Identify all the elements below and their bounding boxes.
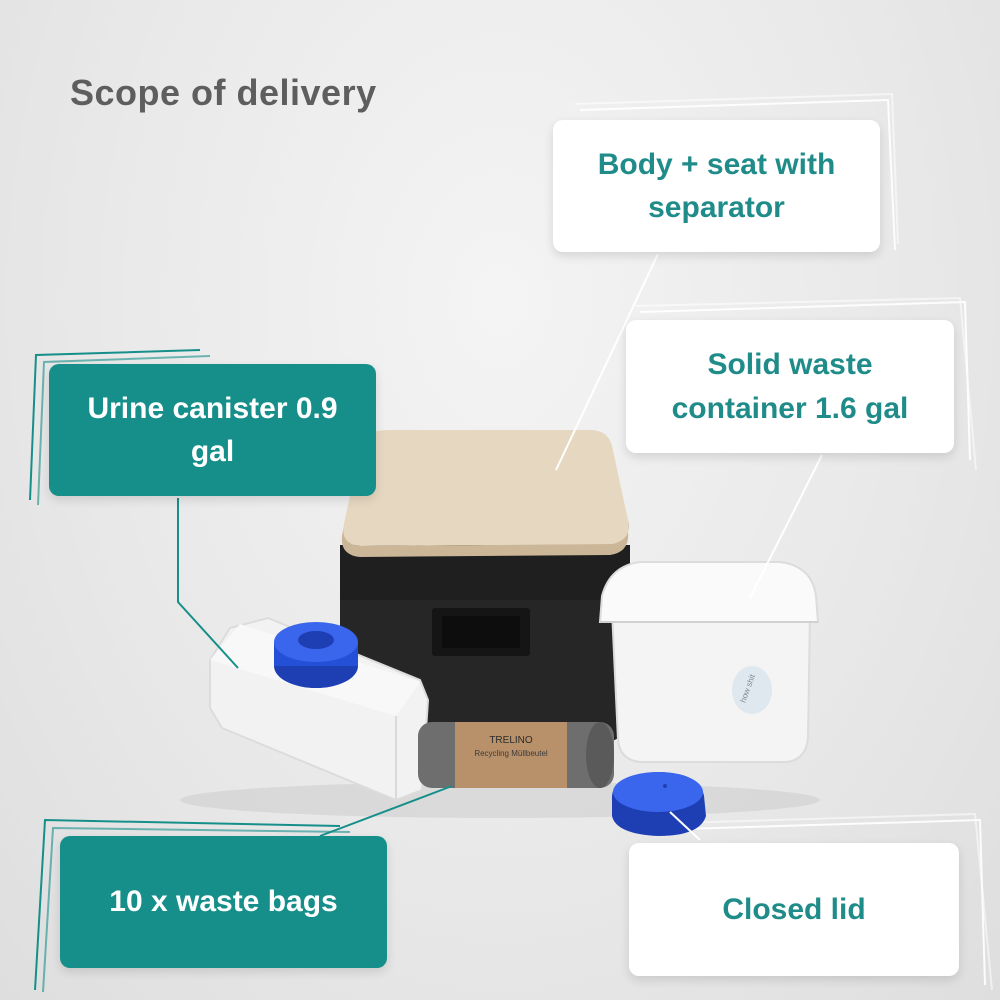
connector-urine-canister <box>177 498 239 669</box>
label-closed-lid-text: Closed lid <box>722 892 866 926</box>
connector-lines <box>177 253 823 841</box>
bag-brand-text: TRELINO <box>489 735 533 746</box>
label-solid-waste: Solid waste container 1.6 gal <box>626 320 954 453</box>
solid-waste-bucket: how shit <box>598 561 820 763</box>
connector-solid-waste <box>749 454 823 599</box>
label-urine-canister-text: Urine canister 0.9 gal <box>87 391 338 469</box>
bucket-logo-badge <box>732 666 772 714</box>
urine-canister-cap <box>274 622 358 688</box>
label-waste-bags: 10 x waste bags <box>60 836 387 968</box>
label-solid-waste-text: Solid waste container 1.6 gal <box>671 348 909 425</box>
bag-subtitle-text: Recycling Müllbeutel <box>474 749 548 758</box>
label-waste-bags-text: 10 x waste bags <box>109 885 338 919</box>
connector-body-seat <box>555 253 659 471</box>
page-title: Scope of delivery <box>70 72 377 113</box>
label-urine-canister: Urine canister 0.9 gal <box>49 364 376 496</box>
label-body-seat-text: Body + seat with separator <box>597 147 836 225</box>
label-body-seat: Body + seat with separator <box>553 120 880 252</box>
closed-lid-cap <box>611 772 706 836</box>
decorative-frames <box>574 92 993 991</box>
connector-waste-bags <box>319 785 453 837</box>
waste-bag-roll: TRELINO Recycling Müllbeutel <box>418 722 614 788</box>
connector-closed-lid <box>669 811 701 841</box>
label-closed-lid: Closed lid <box>629 843 959 976</box>
urine-canister <box>209 616 430 802</box>
decorative-teal-frames <box>29 349 351 993</box>
wooden-seat <box>341 430 629 557</box>
